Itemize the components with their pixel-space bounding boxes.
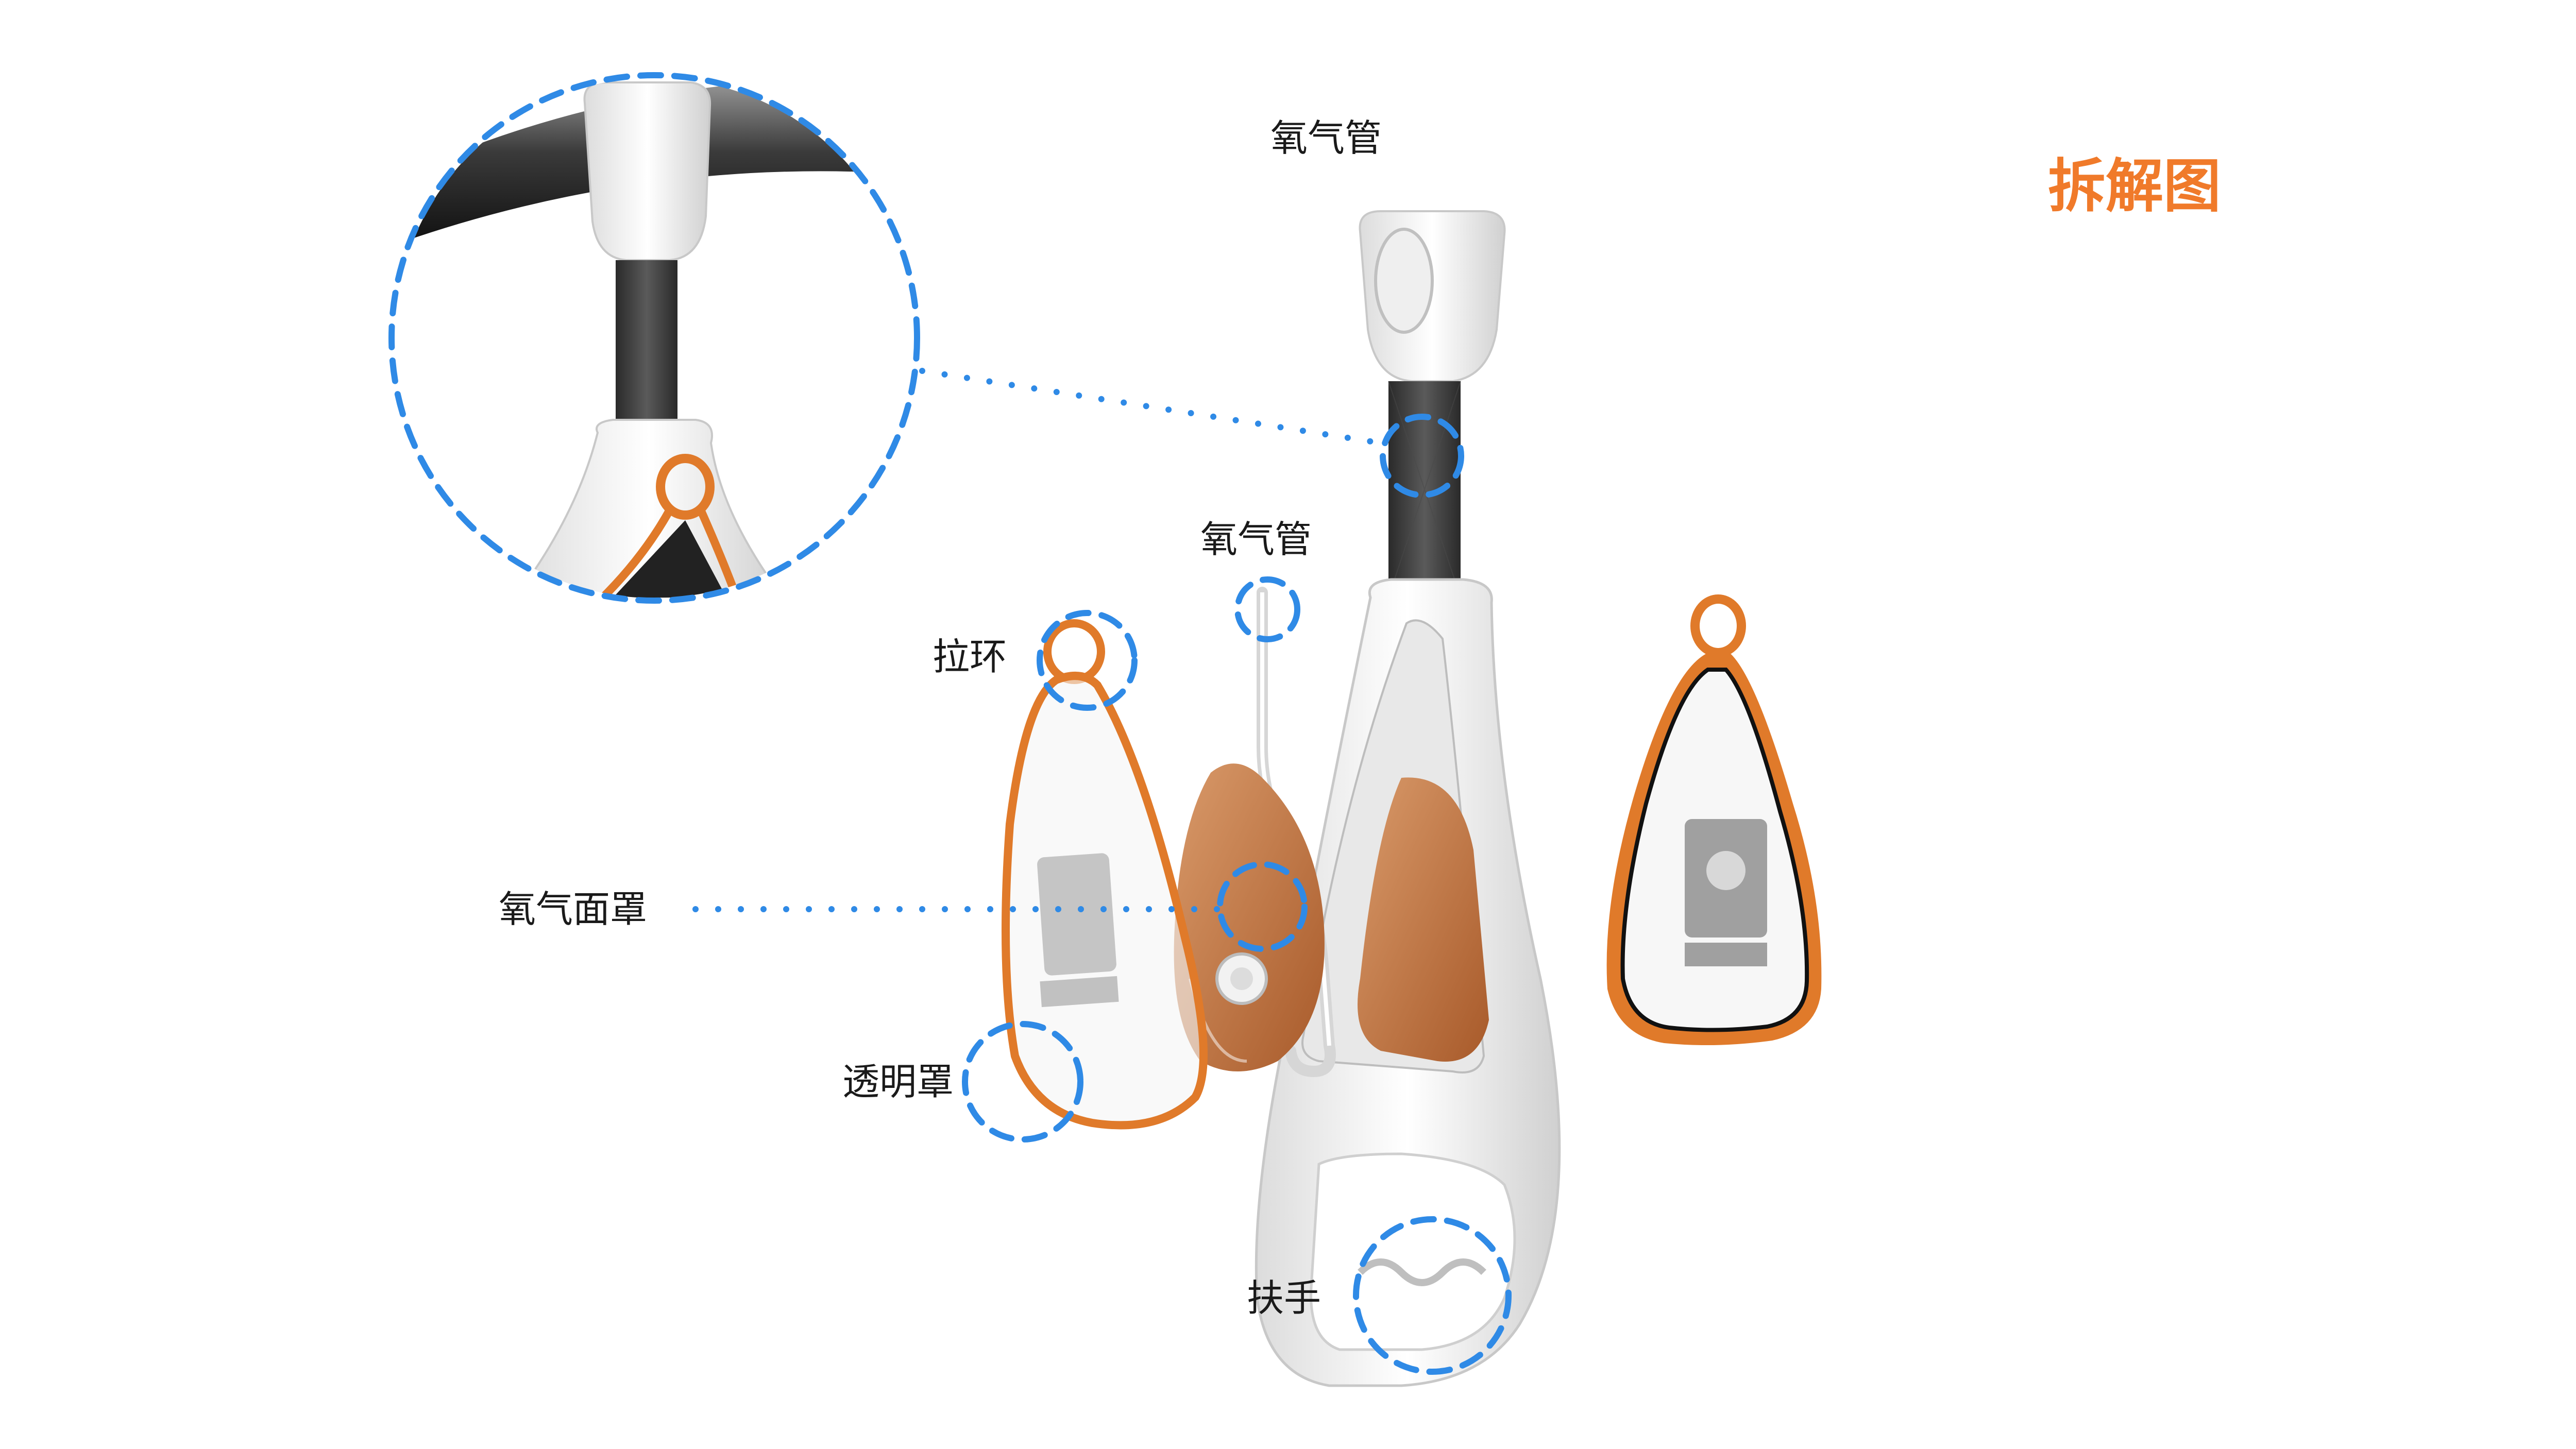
zoom-detail — [394, 78, 914, 598]
page-title: 拆解图 — [2048, 153, 2221, 220]
callout-pull-ring — [1037, 610, 1138, 711]
callout-tube — [1234, 576, 1300, 642]
transparent-cover-part — [1002, 619, 1208, 1130]
zoom-leader-line — [919, 368, 1384, 446]
label-mask: 氧气面罩 — [499, 888, 647, 931]
callout-transparent-cover — [962, 1021, 1083, 1143]
oxygen-mask-part — [1174, 763, 1325, 1071]
zoom-callout-circle — [388, 72, 920, 604]
callout-handle — [1353, 1216, 1512, 1375]
callout-mask — [1217, 861, 1308, 952]
label-tube-top: 氧气管 — [1270, 116, 1382, 160]
label-pull-ring: 拉环 — [933, 635, 1007, 678]
outer-cover-part — [1606, 594, 1822, 1045]
main-handle — [1255, 210, 1561, 1387]
callout-strap — [1380, 414, 1464, 498]
label-transparent-cover: 透明罩 — [842, 1060, 954, 1103]
label-handle: 扶手 — [1247, 1276, 1321, 1320]
label-tube-mid: 氧气管 — [1200, 518, 1312, 561]
